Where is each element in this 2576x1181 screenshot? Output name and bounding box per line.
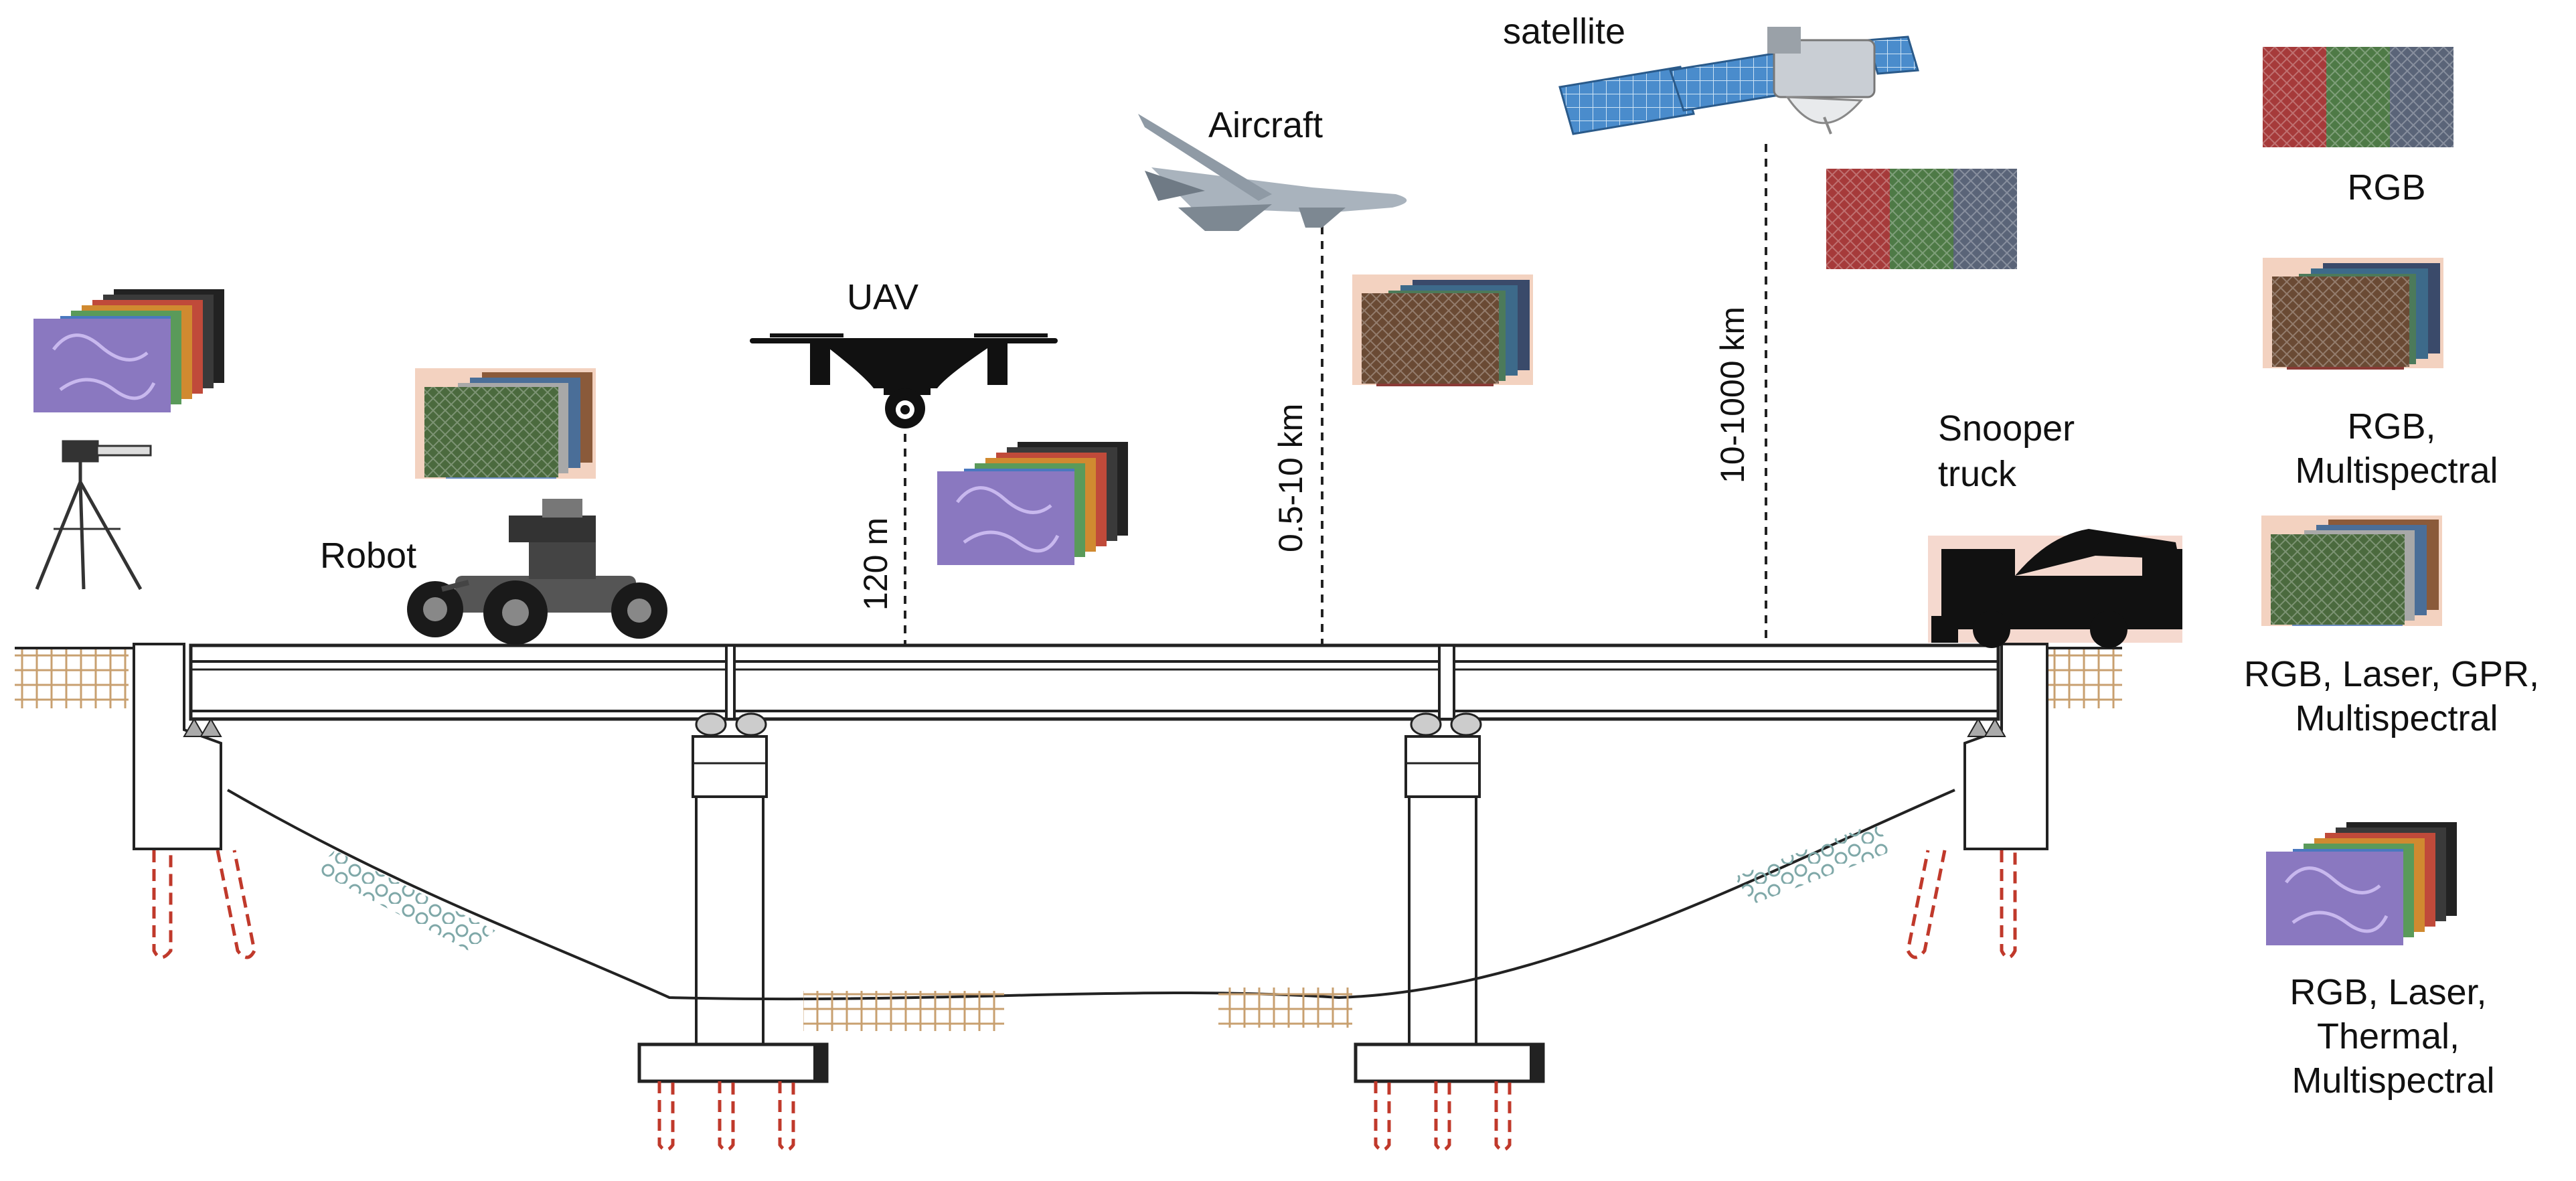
legend-thermal-swatch [2266, 822, 2457, 945]
legend-multispectral-swatch [2263, 258, 2443, 370]
ground-line [227, 789, 1955, 1001]
thermal-stack-uav [937, 442, 1128, 565]
legend-laser-gpr-label: RGB, Laser, GPR, Multispectral [2244, 654, 2549, 738]
aircraft-label: Aircraft [1208, 105, 1323, 145]
laser-gpr-stack-robot [415, 368, 596, 479]
drone-icon [750, 333, 1058, 428]
satellite-icon [1558, 27, 1919, 135]
snooper-truck-label: Snooper truck [1938, 408, 2085, 494]
legend-thermal-label: RGB, Laser, Thermal, Multispectral [2289, 972, 2496, 1101]
pier-left [637, 712, 829, 1083]
tripod-scanner-icon [35, 440, 152, 590]
robot-rover-icon [407, 499, 667, 645]
aircraft-icon [1138, 114, 1407, 231]
legend-laser-gpr-swatch [2261, 516, 2442, 626]
soil-left [15, 648, 129, 708]
pier-right [1354, 712, 1545, 1083]
snooper-truck-icon [1928, 529, 2182, 648]
rgb-card-satellite [1826, 169, 2017, 269]
legend: RGB RGB, Multispectral RGB, Laser, GPR, … [2244, 47, 2549, 1101]
satellite-label: satellite [1503, 11, 1625, 52]
legend-multispectral-label: RGB, Multispectral [2295, 406, 2498, 491]
thermal-stack-tripod [33, 289, 224, 412]
altitude-lines [904, 144, 1767, 644]
uav-altitude-label: 120 m [857, 518, 894, 611]
aircraft-altitude-label: 0.5-10 km [1272, 404, 1309, 552]
legend-rgb-swatch [2263, 47, 2453, 147]
uav-label: UAV [847, 277, 918, 317]
robot-label: Robot [320, 536, 416, 576]
legend-rgb-label: RGB [2347, 167, 2425, 208]
bridge-structure [15, 643, 2122, 1152]
satellite-altitude-label: 10-1000 km [1714, 307, 1751, 483]
abutment-left [133, 643, 222, 850]
multispectral-stack-aircraft [1352, 274, 1533, 386]
soil-right [2048, 648, 2122, 708]
bridge-deck [189, 643, 2000, 721]
